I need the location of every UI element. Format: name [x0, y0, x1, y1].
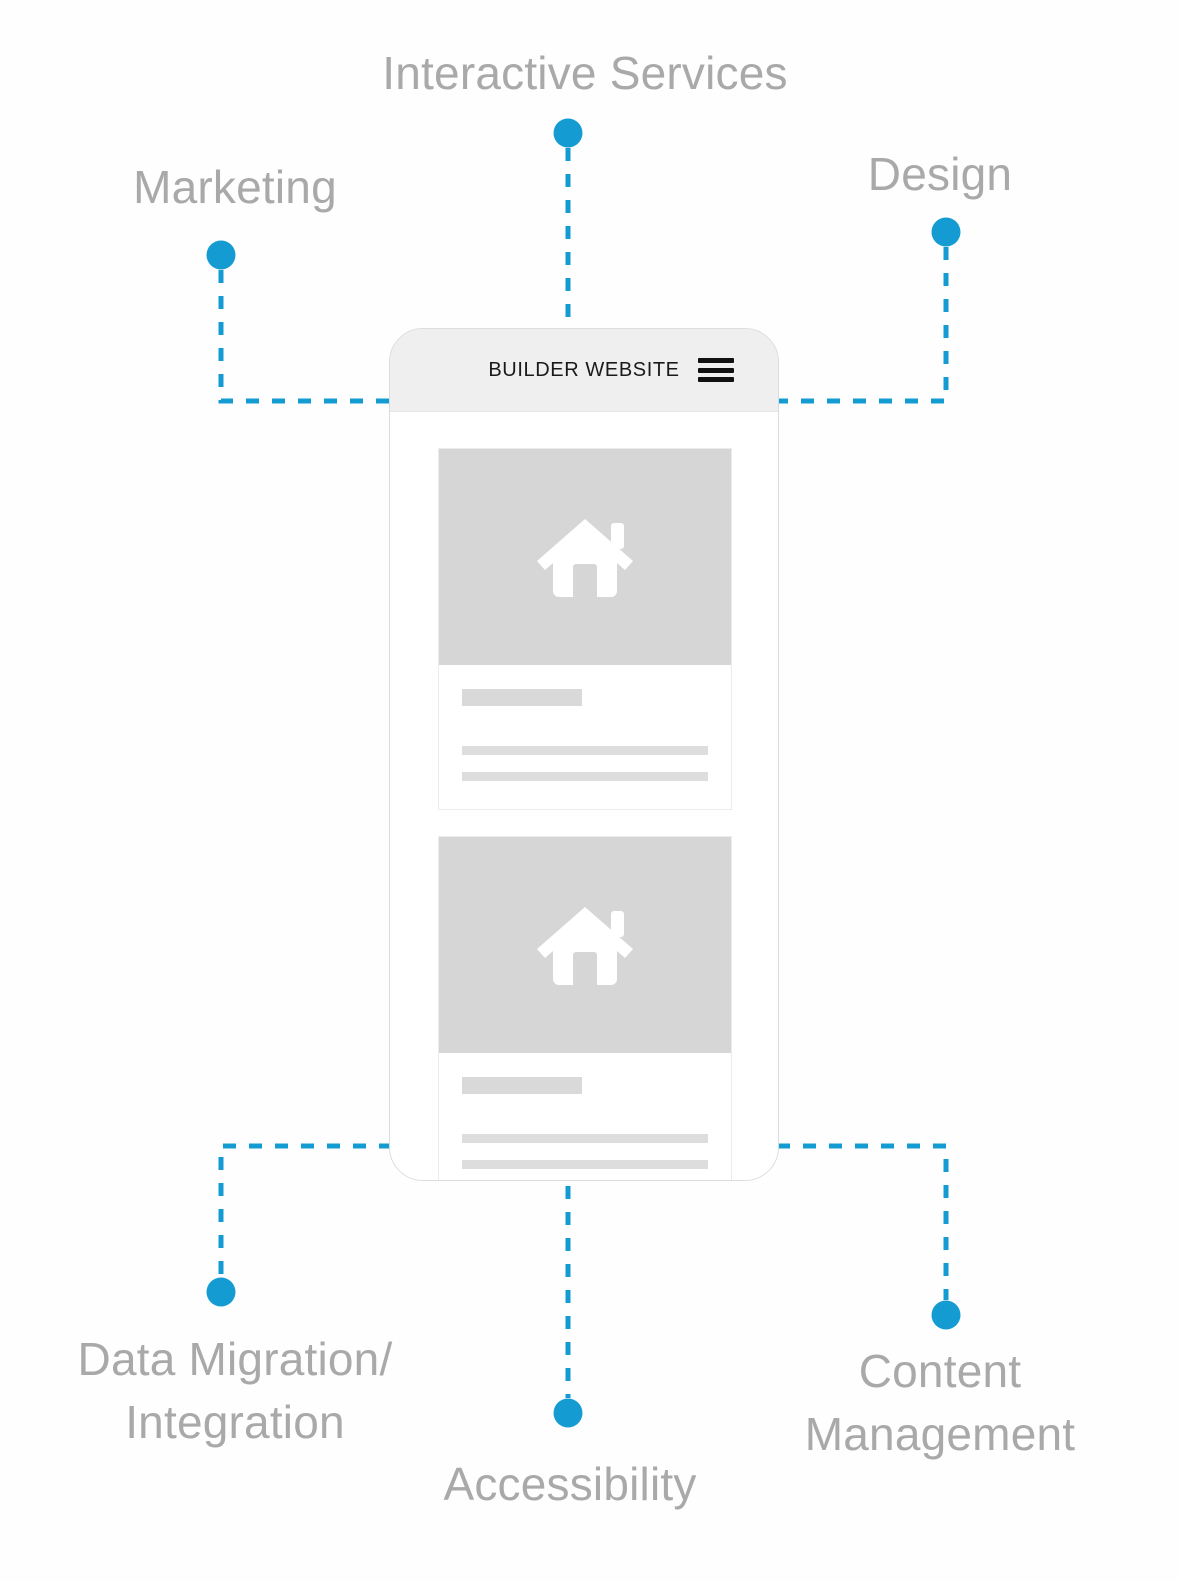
card-title-placeholder	[462, 1077, 582, 1094]
content-card[interactable]	[438, 836, 732, 1180]
home-icon	[537, 907, 633, 985]
label-design: Design	[867, 148, 1013, 200]
label-interactive-services: Interactive Services	[382, 47, 788, 99]
card-title-placeholder	[462, 689, 582, 706]
label-content-management: Content Management	[804, 1345, 1076, 1461]
card-text-line	[462, 1160, 708, 1169]
node-interactive-services	[553, 118, 583, 148]
home-icon	[537, 519, 633, 597]
label-data-migration: Data Migration/ Integration	[77, 1333, 393, 1449]
card-text-line	[462, 746, 708, 755]
node-marketing	[206, 240, 236, 270]
label-accessibility: Accessibility	[443, 1458, 697, 1510]
site-title: BUILDER WEBSITE	[488, 358, 680, 381]
hamburger-bar-1	[698, 358, 734, 363]
phone-header-bar: BUILDER WEBSITE	[390, 329, 778, 412]
node-data-migration	[206, 1277, 236, 1307]
card-image-placeholder	[439, 837, 731, 1053]
card-text-line	[462, 1134, 708, 1143]
card-body	[439, 665, 731, 809]
node-content-management	[931, 1300, 961, 1330]
card-body	[439, 1053, 731, 1180]
card-text-line	[462, 772, 708, 781]
connector-design	[777, 247, 949, 404]
content-card[interactable]	[438, 448, 732, 810]
hamburger-bar-2	[698, 367, 734, 373]
node-design	[931, 217, 961, 247]
connector-data-migration	[218, 1143, 392, 1277]
connector-marketing	[218, 270, 392, 404]
label-marketing: Marketing	[133, 161, 337, 213]
hamburger-bar-3	[698, 377, 734, 382]
card-image-placeholder	[439, 449, 731, 665]
phone-screen	[390, 412, 778, 1180]
node-accessibility	[553, 1398, 583, 1428]
hamburger-icon[interactable]	[698, 358, 734, 382]
connector-content-management	[777, 1143, 949, 1300]
phone-mockup: BUILDER WEBSITE	[389, 328, 779, 1181]
